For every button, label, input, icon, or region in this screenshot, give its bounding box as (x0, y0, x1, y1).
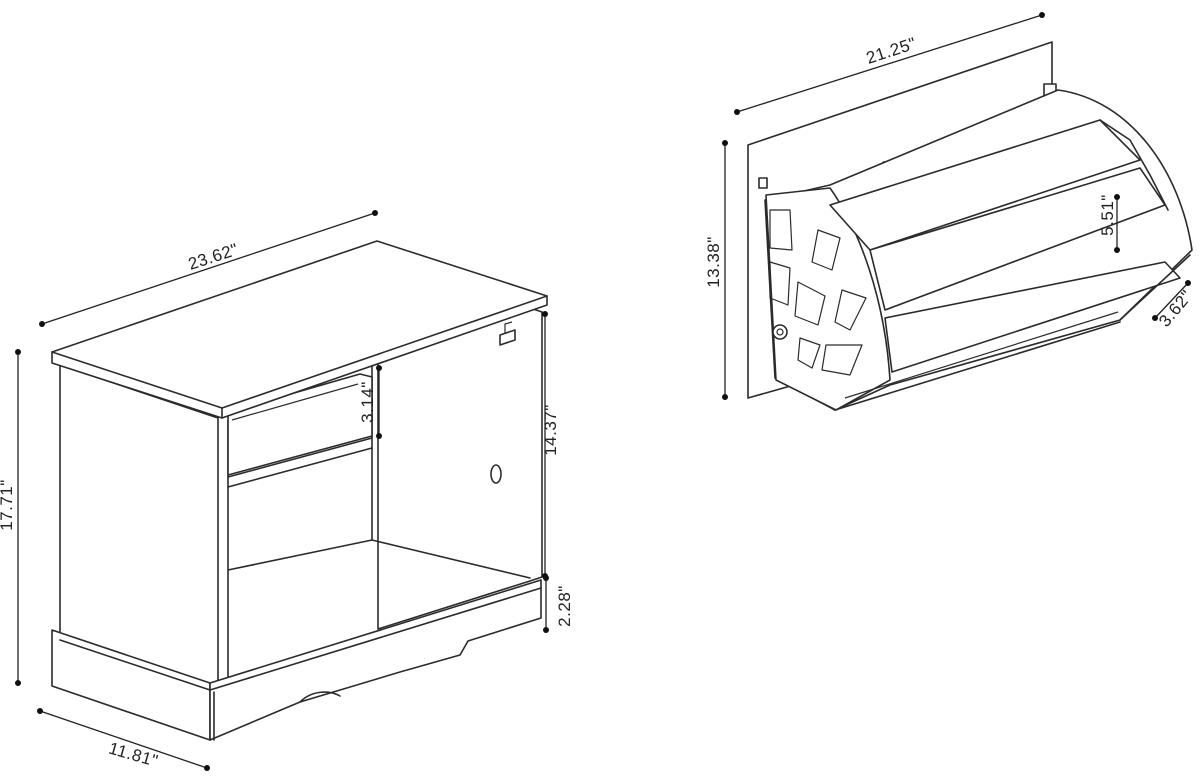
dim-dot (722, 394, 728, 400)
drawer-dimension-lines: 21.25" 13.38" 5.51" 3.62" (704, 12, 1196, 400)
cabinet-back-side (377, 307, 543, 630)
cabinet-floor (227, 539, 531, 579)
cabinet-base-groove (59, 587, 542, 691)
cabinet-height-label: 17.71" (0, 479, 16, 531)
dim-dot (15, 349, 21, 355)
dim-dot (372, 210, 378, 216)
cabinet-drawer-front (227, 373, 373, 476)
cabinet-inner-shelf (227, 437, 373, 478)
cabinet-drawer-label: 3.14" (358, 381, 377, 423)
cabinet-base-label: 2.28" (555, 585, 574, 627)
drawer-drawing (747, 41, 1193, 411)
drawer-front-lip (1119, 254, 1191, 321)
drawer-shelf-bottom (884, 261, 1181, 373)
dim-dot (543, 575, 549, 581)
fan-cutout (769, 209, 793, 251)
dim-dot (1039, 12, 1045, 18)
drawer-height-label: 13.38" (704, 236, 723, 288)
cabinet-base-cutout (299, 691, 341, 703)
dim-dot (376, 365, 382, 371)
dim-dot (37, 708, 43, 714)
dim-line-drawer-width (736, 14, 1043, 113)
cabinet-side-label: 14.37" (541, 404, 560, 456)
fan-cutout (769, 261, 791, 306)
fan-cutout (797, 337, 821, 369)
drawer-pivot-center (776, 328, 784, 336)
cabinet-base-front (209, 579, 542, 741)
fan-cutout (811, 229, 841, 271)
drawer-bottom-inner (844, 311, 1119, 399)
drawer-pivot-knob (772, 324, 788, 340)
drawer-shelf-top (829, 119, 1141, 251)
dim-line-depth (39, 710, 208, 769)
cabinet-drawing (51, 240, 548, 741)
dim-dot (204, 765, 210, 771)
dim-line-width (41, 212, 376, 325)
hinge-left (758, 177, 768, 189)
dim-dot (1114, 194, 1120, 200)
dim-dot (1152, 315, 1158, 321)
dim-dot (376, 433, 382, 439)
cabinet-left-side (59, 364, 219, 689)
fan-cutout (821, 344, 863, 376)
fan-cutout (834, 289, 867, 331)
cabinet-bracket-pin (504, 321, 513, 333)
dim-dot (543, 627, 549, 633)
dim-dot (1114, 247, 1120, 253)
drawer-compartment-label: 5.51" (1098, 194, 1117, 236)
drawer-bottom-edge (834, 321, 1121, 411)
drawer-right-edge (1099, 119, 1169, 211)
dim-dot (722, 140, 728, 146)
cabinet-width-label: 23.62" (186, 240, 241, 274)
cabinet-bracket (499, 329, 516, 346)
dim-dot (542, 311, 548, 317)
dim-dot (39, 321, 45, 327)
dim-line-drawer-depth (1154, 282, 1189, 319)
dim-dot (734, 109, 740, 115)
cabinet-drawer-slot (231, 383, 359, 421)
dim-dot (1185, 280, 1191, 286)
cabinet-inner-shelf-lower (227, 447, 373, 488)
cabinet-top-board (51, 240, 548, 419)
drawer-depth-label: 3.62" (1155, 286, 1196, 330)
fan-cutout (794, 281, 826, 326)
dim-dot (15, 680, 21, 686)
cabinet-handle-hole (490, 464, 502, 484)
